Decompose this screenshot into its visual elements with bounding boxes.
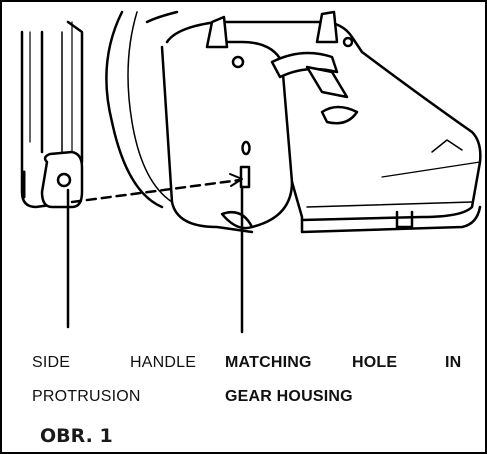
alignment-arrowhead bbox=[229, 173, 243, 187]
gear-housing bbox=[160, 10, 482, 234]
protrusion-circle bbox=[56, 172, 72, 188]
matching-hole bbox=[241, 140, 251, 156]
alignment-dashed-line bbox=[70, 178, 242, 204]
side-handle-label-side: SIDE bbox=[32, 354, 71, 371]
side-handle-label-handle: HANDLE bbox=[130, 354, 197, 371]
matching-hole-label-gear-housing: GEAR HOUSING bbox=[225, 388, 353, 405]
figure-caption: OBR. 1 bbox=[40, 425, 113, 447]
side-handle bbox=[20, 20, 84, 209]
motor-body bbox=[105, 10, 179, 209]
gear-housing-illustration bbox=[20, 10, 482, 334]
matching-hole-label-in: IN bbox=[445, 354, 462, 371]
matching-hole-label-matching: MATCHING bbox=[225, 354, 312, 371]
side-handle-label-protrusion: PROTRUSION bbox=[32, 388, 141, 405]
matching-hole-label-hole: HOLE bbox=[352, 354, 398, 371]
